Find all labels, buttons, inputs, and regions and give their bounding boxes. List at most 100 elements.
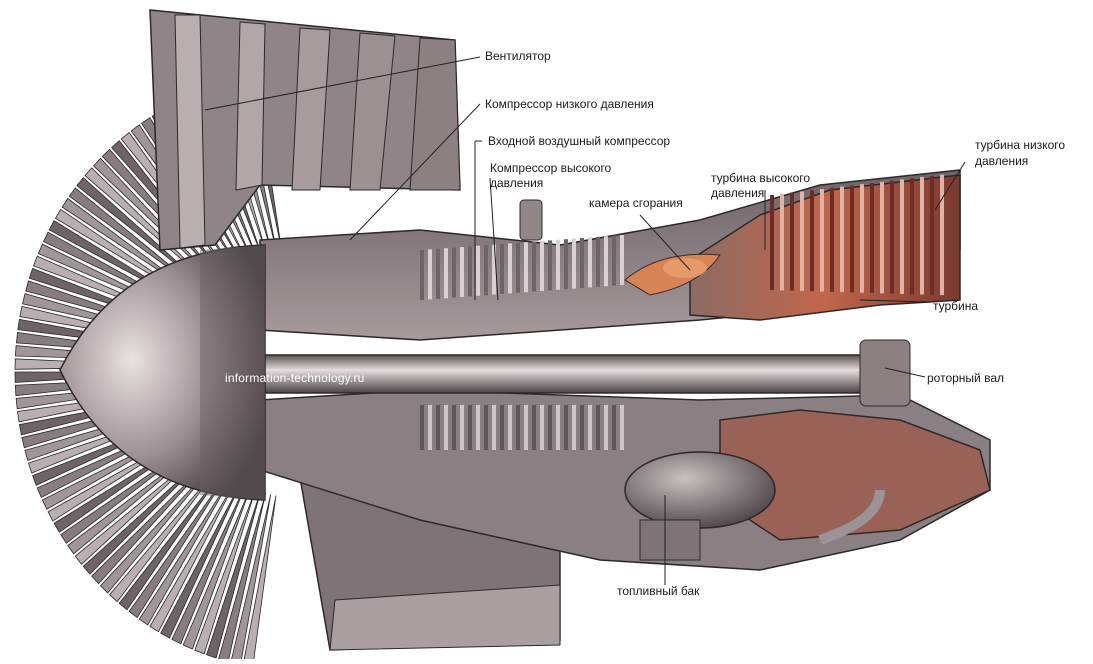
- fuel-tank: [624, 451, 885, 561]
- compressor-vane: [556, 405, 560, 450]
- turbine-blade: [900, 179, 904, 294]
- fan-blade: [138, 475, 233, 626]
- fan-blade: [109, 465, 221, 603]
- watermark: information-technology.ru: [225, 371, 365, 385]
- compressor-vane: [540, 241, 544, 291]
- compressor-vane: [604, 405, 608, 450]
- compressor-vane: [596, 236, 600, 287]
- compressor-vane: [532, 405, 536, 450]
- label-fuel-tank: топливный бак: [617, 584, 700, 598]
- compressor-vane: [612, 235, 616, 286]
- compressor-vane: [612, 405, 616, 450]
- leader-lpc: [349, 103, 481, 241]
- turbine-blade: [770, 195, 774, 290]
- compressor-vane: [580, 405, 584, 450]
- compressor-vane: [508, 243, 512, 294]
- label-high-pressure-compressor-line2: давления: [490, 176, 544, 190]
- turbine-blade: [830, 187, 834, 292]
- compressor-vane: [484, 405, 488, 450]
- fan-blade: [194, 488, 257, 655]
- compressor-vane: [428, 405, 432, 450]
- turbine-blade: [790, 192, 794, 291]
- compressor-stages: [420, 235, 624, 450]
- fan-blade: [182, 486, 252, 650]
- label-rotor-shaft: роторный вал: [927, 371, 1004, 385]
- fan-blade: [91, 457, 213, 585]
- label-low-pressure-compressor: Компрессор низкого давления: [485, 97, 654, 111]
- compressor-vane: [580, 238, 584, 288]
- compressor-vane: [428, 249, 432, 300]
- compressor-vane: [492, 405, 496, 450]
- turbine-blade: [810, 190, 814, 292]
- fan-blade: [149, 478, 238, 633]
- leader-hpc: [489, 177, 499, 301]
- leader-turbine: [859, 299, 931, 303]
- label-inlet-air-compressor: Входной воздушный компрессор: [488, 134, 671, 148]
- compressor-vane: [484, 245, 488, 296]
- compressor-vane: [524, 242, 528, 293]
- compressor-vane: [444, 405, 448, 450]
- rotor-shaft: [199, 339, 911, 407]
- compressor-vane: [572, 405, 576, 450]
- compressor-vane: [588, 237, 592, 288]
- compressor-vane: [556, 239, 560, 290]
- leader-combustor: [639, 214, 691, 271]
- compressor-vane: [588, 405, 592, 450]
- compressor-vane: [452, 405, 456, 450]
- compressor-vane: [564, 405, 568, 450]
- compressor-vane: [564, 239, 568, 290]
- compressor-vane: [540, 405, 544, 450]
- leader-lines: [204, 56, 966, 585]
- label-low-pressure-turbine-line2: давления: [975, 154, 1029, 168]
- compressor-vane: [468, 246, 472, 297]
- compressor-vane: [460, 405, 464, 450]
- compressor-vane: [420, 405, 424, 450]
- compressor-vane: [596, 405, 600, 450]
- compressor-vane: [436, 248, 440, 299]
- turbine-blade: [800, 191, 804, 291]
- turbine-blade: [820, 189, 824, 292]
- label-combustion-chamber: камера сгорания: [589, 196, 683, 210]
- compressor-vane: [508, 405, 512, 450]
- turbine-blade: [920, 177, 924, 295]
- label-high-pressure-turbine-line1: турбина высокого: [711, 171, 811, 185]
- turbine-blade: [870, 183, 874, 293]
- turbine-blade: [860, 184, 864, 293]
- combustion-chamber: [624, 253, 721, 296]
- compressor-vane: [452, 247, 456, 298]
- compressor-vane: [548, 240, 552, 291]
- bleed-port: [519, 199, 543, 241]
- compressor-vane: [420, 250, 424, 300]
- label-low-pressure-turbine-line1: турбина низкого: [975, 138, 1066, 152]
- turbine-blade: [850, 185, 854, 293]
- turbine-blade: [880, 181, 884, 294]
- compressor-vane: [620, 405, 624, 450]
- leader-shaft: [884, 367, 926, 378]
- compressor-vane: [500, 405, 504, 450]
- fan-blade: [128, 472, 229, 619]
- leader-lpt: [934, 161, 966, 211]
- fan-blade: [242, 495, 277, 664]
- label-high-pressure-turbine-line2: давления: [711, 186, 765, 200]
- compressor-vane: [468, 405, 472, 450]
- compressor-vane: [572, 238, 576, 289]
- compressor-vane: [532, 241, 536, 292]
- compressor-vane: [516, 405, 520, 450]
- fan-blade: [84, 167, 213, 287]
- turbine-section: [689, 174, 991, 541]
- turbine-blade: [910, 178, 914, 295]
- compressor-vane: [500, 244, 504, 294]
- label-turbine: турбина: [933, 299, 979, 313]
- turbine-blade: [840, 186, 844, 293]
- leader-fan: [204, 56, 481, 111]
- turbine-blade: [930, 175, 934, 295]
- turbine-blade: [780, 193, 784, 291]
- compressor-vane: [524, 405, 528, 450]
- compressor-vane: [604, 236, 608, 287]
- turbine-blade: [940, 174, 944, 296]
- compressor-vane: [460, 247, 464, 297]
- compressor-vane: [620, 235, 624, 285]
- fan-casing: [149, 9, 561, 651]
